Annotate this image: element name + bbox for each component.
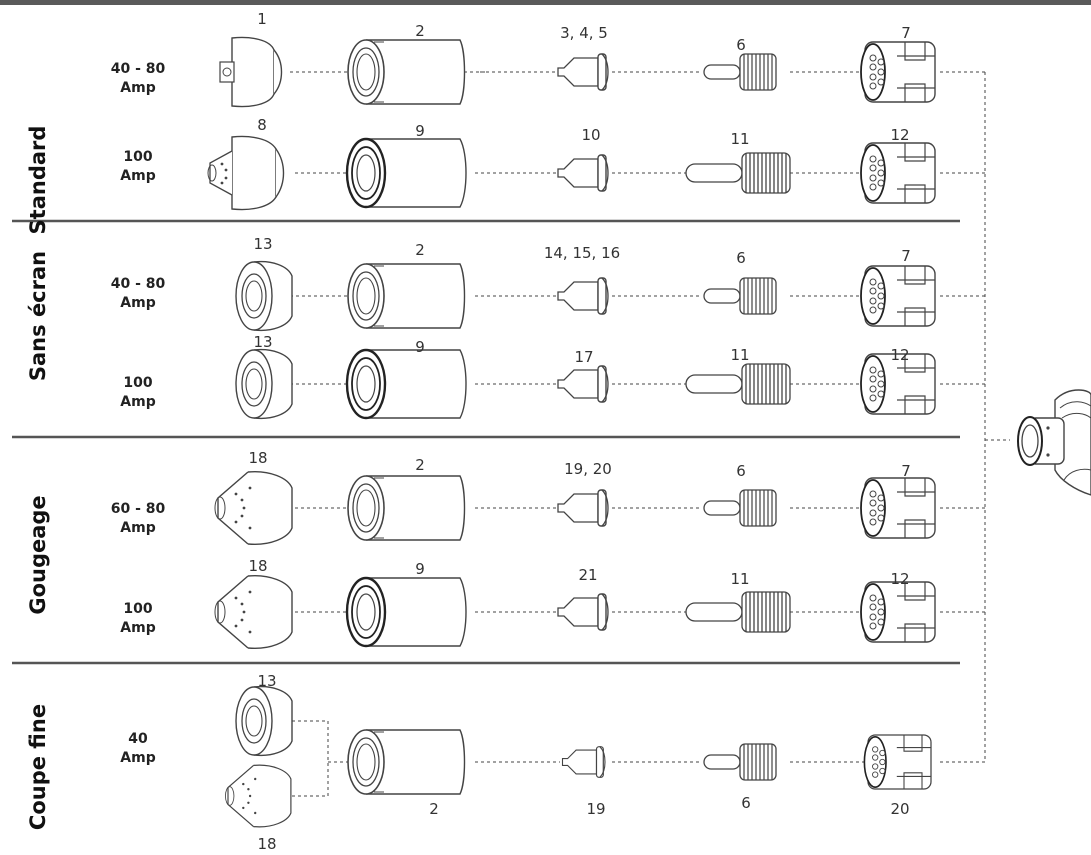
- part-2-icon: [347, 475, 466, 541]
- part-number: 11: [730, 130, 750, 148]
- part-18-icon: [214, 470, 293, 546]
- part-number: 6: [736, 249, 746, 267]
- part-number: 2: [415, 241, 425, 259]
- row-2-parts: [207, 135, 985, 211]
- part-number: 13: [253, 333, 273, 351]
- part-20-icon: [863, 734, 932, 790]
- part-number: 12: [890, 570, 910, 588]
- part-number: 19, 20: [564, 460, 612, 478]
- part-2-icon: [347, 263, 466, 329]
- part-18-icon: [214, 574, 293, 650]
- row-7-parts: [224, 685, 985, 828]
- part-number: 17: [574, 348, 594, 366]
- part-number: 7: [901, 24, 911, 42]
- top-bar: [0, 0, 1091, 5]
- part-8-icon: [207, 135, 285, 211]
- part-number: 7: [901, 247, 911, 265]
- part-number: 10: [581, 126, 601, 144]
- part-number: 6: [736, 36, 746, 54]
- part-10-icon: [557, 154, 609, 192]
- part-number: 12: [890, 346, 910, 364]
- part-7-icon: [860, 477, 936, 539]
- part-number: 18: [257, 835, 277, 853]
- part-number: 2: [415, 22, 425, 40]
- part-number: 19: [586, 800, 606, 818]
- part-7-icon: [860, 265, 936, 327]
- part-12-icon: [860, 581, 936, 643]
- part-number: 1: [257, 10, 267, 28]
- part-13-icon: [235, 685, 293, 757]
- row-1-parts: [219, 36, 985, 108]
- part-7-icon: [860, 41, 936, 103]
- part-number: 13: [253, 235, 273, 253]
- part-number: 6: [736, 462, 746, 480]
- part-number: 11: [730, 570, 750, 588]
- part-number: 11: [730, 346, 750, 364]
- part-21-icon: [557, 593, 609, 631]
- part-number: 13: [257, 672, 277, 690]
- row-5-parts: [214, 470, 985, 546]
- part-6-icon: [703, 489, 777, 527]
- part-1-icon: [219, 36, 283, 108]
- part-number: 8: [257, 116, 267, 134]
- part-number: 18: [248, 557, 268, 575]
- part-nozzle-icon: [557, 489, 609, 527]
- part-number: 21: [578, 566, 598, 584]
- part-2-icon: [347, 729, 466, 795]
- part-13-icon: [235, 348, 293, 420]
- part-18-icon: [224, 764, 292, 828]
- part-number: 6: [741, 794, 751, 812]
- part-19-icon: [561, 746, 606, 778]
- part-12-icon: [860, 142, 936, 204]
- part-9-icon: [345, 348, 468, 420]
- part-11-icon: [685, 152, 791, 194]
- part-6-icon: [703, 743, 777, 781]
- part-number: 2: [415, 456, 425, 474]
- part-number: 3, 4, 5: [560, 24, 608, 42]
- row-4-parts: [235, 348, 985, 420]
- part-number: 20: [890, 800, 910, 818]
- part-number: 9: [415, 338, 425, 356]
- part-nozzle-icon: [557, 277, 609, 315]
- part-number: 9: [415, 122, 425, 140]
- part-number: 7: [901, 462, 911, 480]
- part-13-icon: [235, 260, 293, 332]
- part-number: 2: [429, 800, 439, 818]
- part-number: 12: [890, 126, 910, 144]
- part-2-icon: [347, 39, 466, 105]
- part-number: 14, 15, 16: [543, 244, 621, 262]
- part-9-icon: [345, 137, 468, 209]
- part-11-icon: [685, 591, 791, 633]
- collector-line: [984, 72, 1010, 762]
- row-3-parts: [235, 260, 985, 332]
- torch-head-icon: [1017, 389, 1091, 496]
- part-number: 18: [248, 449, 268, 467]
- part-6-icon: [703, 277, 777, 315]
- part-11-icon: [685, 363, 791, 405]
- part-nozzle-icon: [557, 53, 609, 91]
- part-17-icon: [557, 365, 609, 403]
- part-9-icon: [345, 576, 468, 648]
- part-number: 9: [415, 560, 425, 578]
- row-6-parts: [214, 574, 985, 650]
- part-6-icon: [703, 53, 777, 91]
